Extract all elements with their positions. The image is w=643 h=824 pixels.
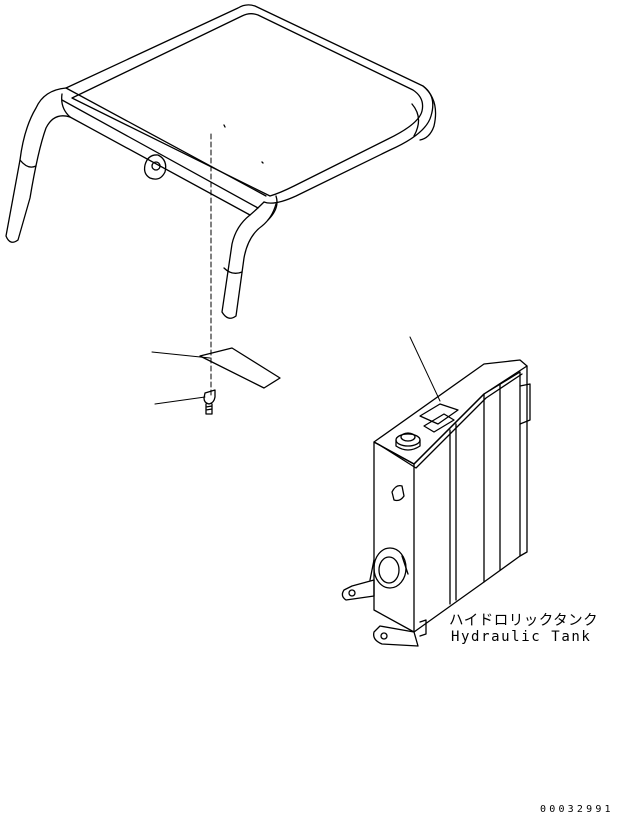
- filler-cap-neck: [396, 440, 420, 450]
- canopy-front-tube: [62, 88, 266, 215]
- canopy-joint-right: [250, 196, 277, 220]
- canopy-frame: [6, 5, 436, 318]
- tank-front-face: [374, 442, 414, 632]
- canopy-left-leg-band: [20, 94, 70, 167]
- tank-foot-bottom: [374, 626, 418, 646]
- tank-rear-bracket: [520, 384, 530, 424]
- sight-gauge-icon: [392, 486, 404, 501]
- tank-foot-left: [342, 580, 374, 600]
- canopy-right-leg: [222, 204, 276, 318]
- bolt-icon: [204, 390, 215, 414]
- tank-rear-edge: [520, 366, 527, 556]
- canopy-rear-leg: [412, 86, 436, 140]
- leader-line-tank-plate: [410, 337, 440, 401]
- tank-foot-bottom-hole: [381, 633, 387, 639]
- canopy-bracket-hole: [152, 162, 160, 170]
- canopy-mark: [224, 125, 263, 163]
- tank-top-rim: [378, 374, 522, 468]
- suction-port-inner: [379, 557, 399, 583]
- leader-line-bolt: [155, 397, 205, 404]
- canopy-bracket: [145, 155, 166, 179]
- tank-foot-left-hole: [349, 590, 355, 596]
- canopy-roof-outer: [66, 5, 433, 203]
- tank-ribs: [450, 384, 500, 604]
- plate-and-bolt: [200, 348, 280, 414]
- drawing-number: 00032991: [540, 804, 614, 815]
- canopy-left-leg: [6, 88, 70, 242]
- canopy-right-leg-band: [224, 268, 242, 273]
- suction-port-body: [370, 556, 408, 580]
- filler-cap-icon: [396, 434, 420, 446]
- hydraulic-tank: [342, 360, 530, 646]
- label-plate: [200, 348, 280, 388]
- canopy-roof-inner: [72, 14, 423, 196]
- leader-line-plate: [152, 352, 210, 358]
- tank-label-plate: [420, 404, 458, 432]
- tank-bottom-fitting: [420, 620, 426, 636]
- filler-cap-inner: [401, 433, 415, 441]
- tank-side-face: [414, 372, 520, 632]
- part-name-jp-label: ハイドロリックタンク: [449, 613, 599, 629]
- part-name-en-label: Hydraulic Tank: [451, 629, 592, 645]
